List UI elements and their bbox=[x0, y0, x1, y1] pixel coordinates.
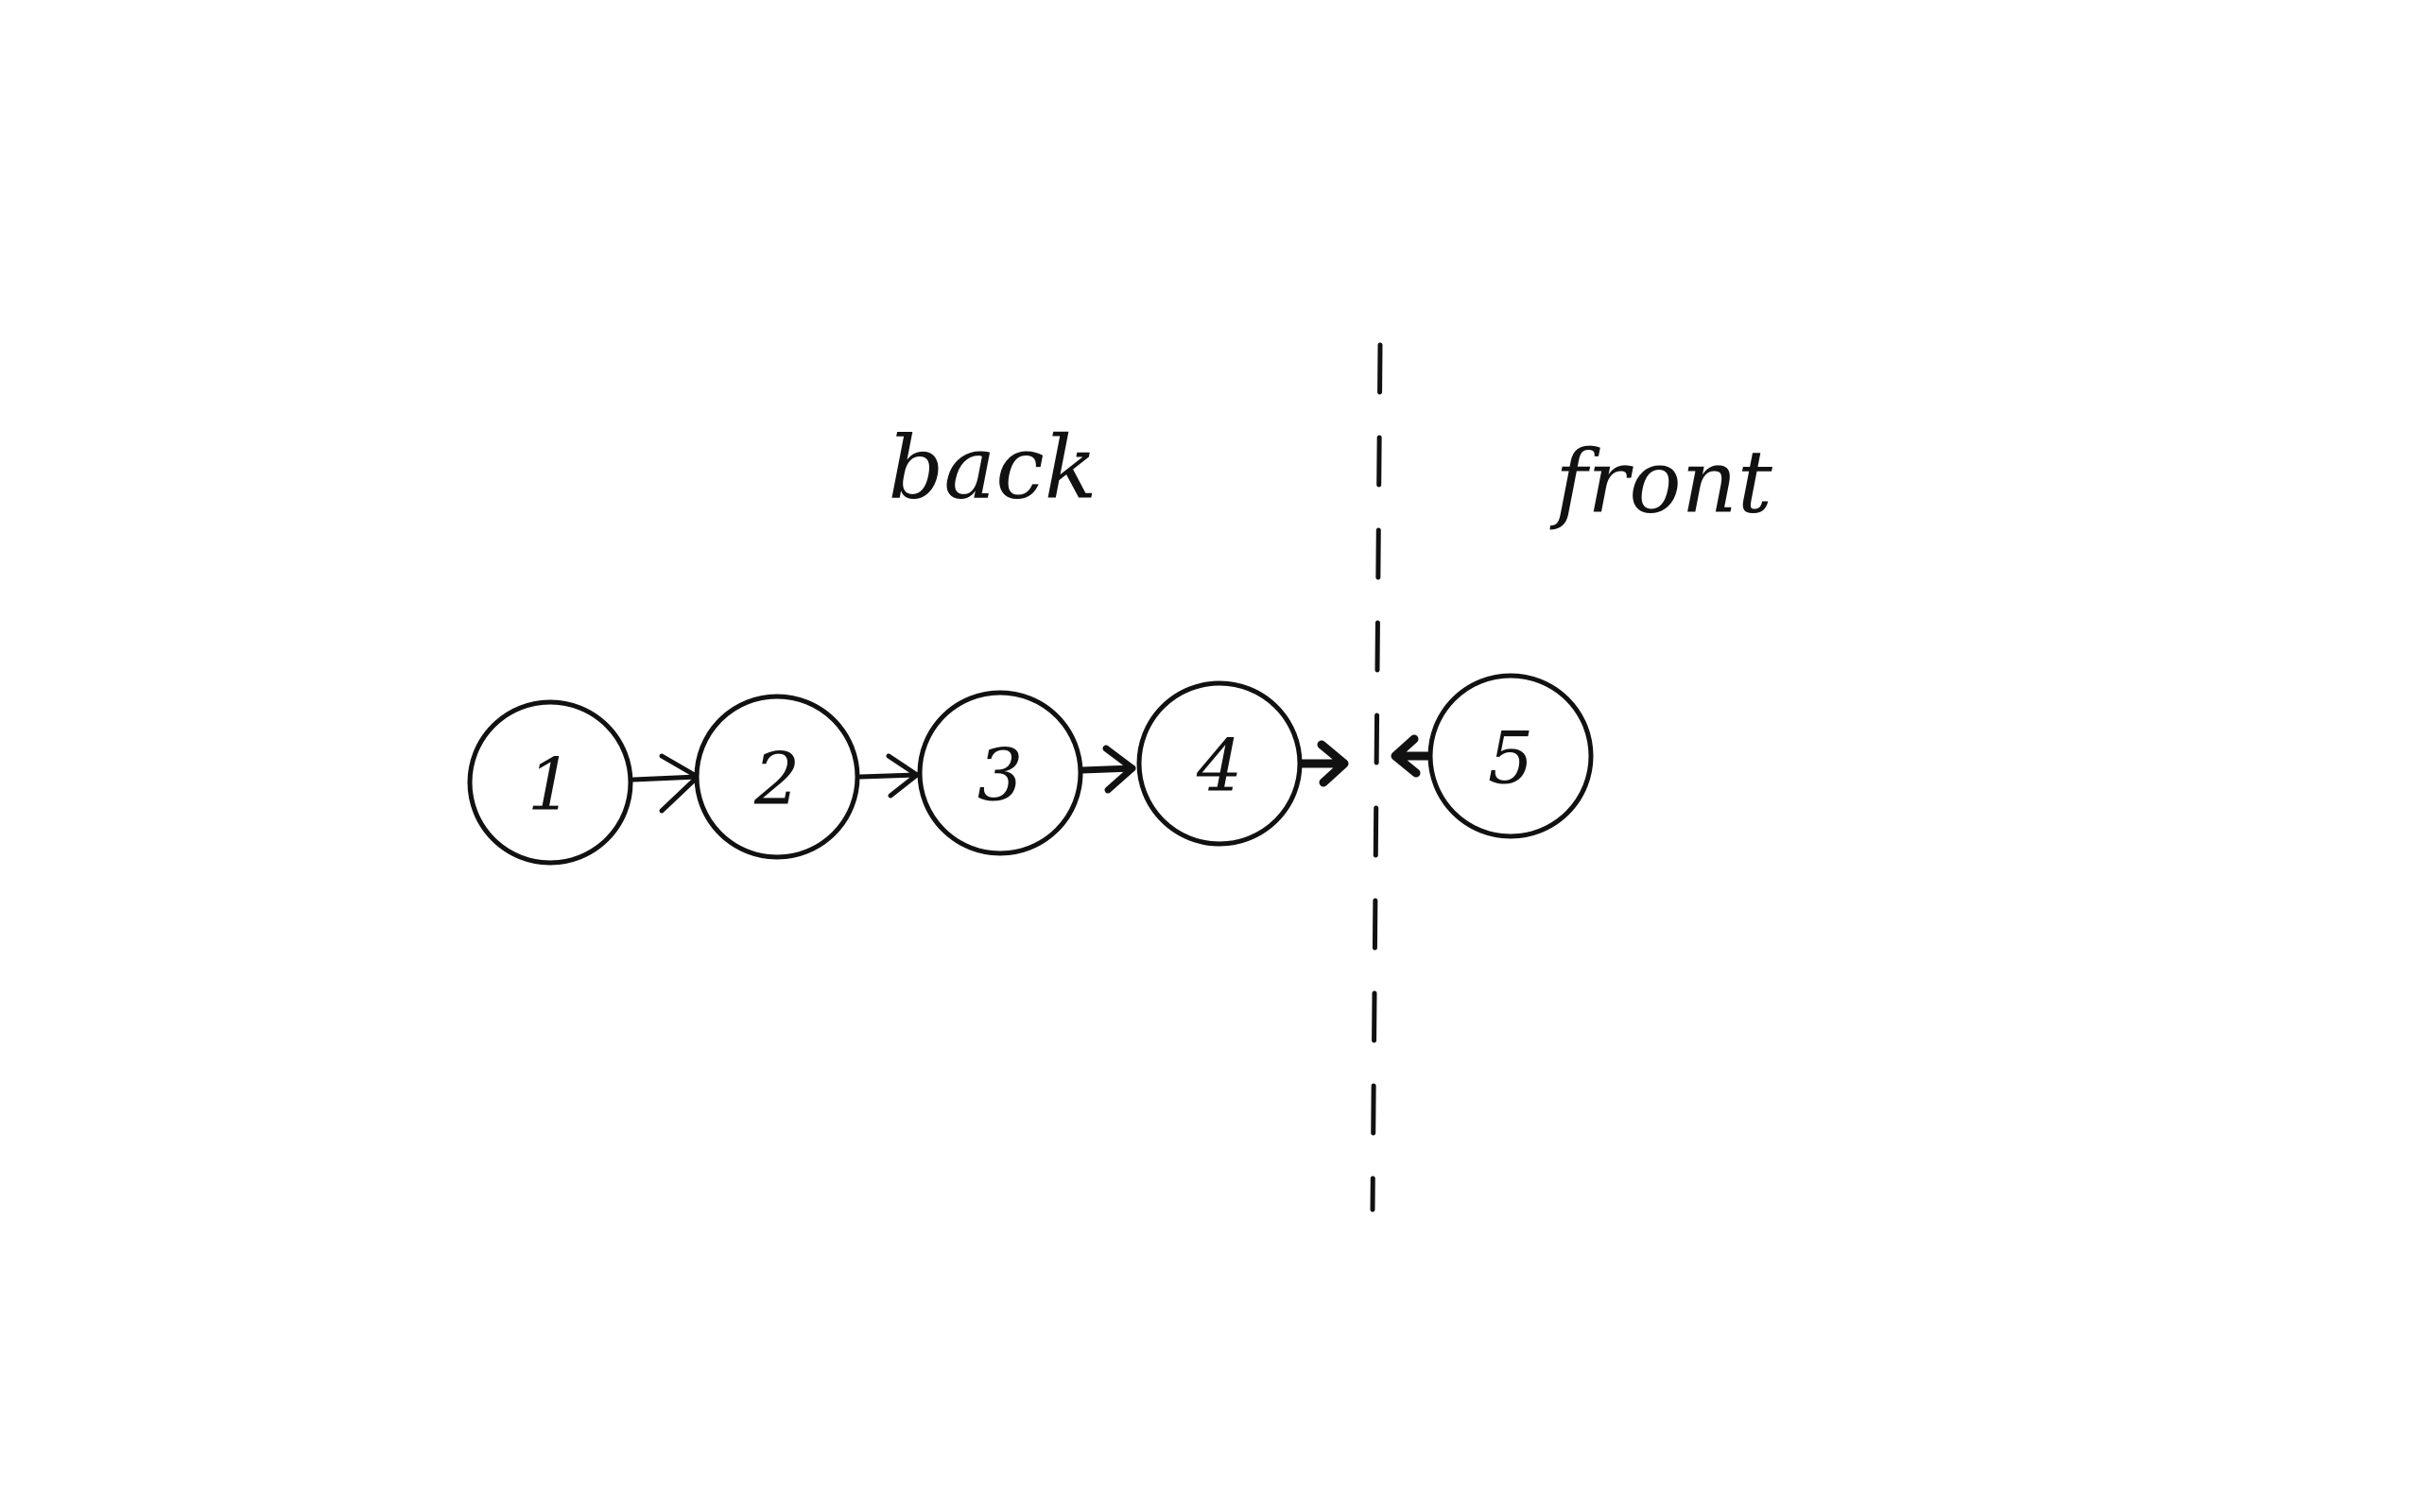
node-5-circle bbox=[1427, 673, 1594, 839]
edge-1-2 bbox=[631, 753, 700, 814]
edge-4-divider bbox=[1295, 740, 1349, 787]
node-5-label: 5 bbox=[1488, 716, 1533, 800]
node-4-circle bbox=[1136, 680, 1303, 847]
node-5: 5 bbox=[1427, 673, 1594, 839]
front-label: front bbox=[1549, 432, 1773, 533]
node-2-circle bbox=[694, 694, 860, 860]
node-2-label: 2 bbox=[753, 737, 800, 821]
edge-3-4 bbox=[1079, 745, 1136, 794]
node-3-circle bbox=[917, 690, 1083, 856]
node-3: 3 bbox=[917, 690, 1083, 856]
node-1-label: 1 bbox=[527, 743, 573, 827]
node-2: 2 bbox=[694, 694, 860, 860]
node-1-circle bbox=[467, 699, 633, 866]
node-4-label: 4 bbox=[1196, 724, 1242, 808]
node-3-label: 3 bbox=[977, 733, 1023, 817]
back-label: back bbox=[888, 418, 1097, 519]
divider-dashed-line bbox=[1370, 342, 1383, 1212]
node-4: 4 bbox=[1136, 680, 1303, 847]
node-1: 1 bbox=[467, 699, 633, 866]
edge-2-3 bbox=[857, 753, 920, 799]
edge-5-divider bbox=[1391, 734, 1432, 778]
